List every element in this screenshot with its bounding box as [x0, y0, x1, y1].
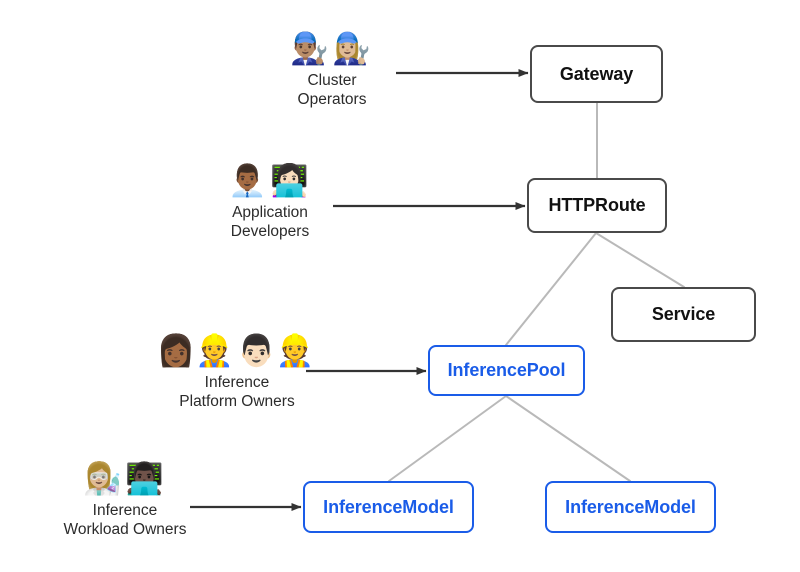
node-inferencepool[interactable]: InferencePool [428, 345, 585, 396]
persona-label-line: Platform Owners [179, 393, 295, 410]
persona-label-line: Operators [297, 91, 367, 108]
node-label: InferencePool [447, 360, 566, 380]
persona-label-line: Developers [230, 223, 310, 240]
persona-label-line: Inference [92, 502, 158, 519]
node-label: InferenceModel [565, 496, 696, 517]
node-label: Service [651, 304, 716, 324]
node-gateway[interactable]: Gateway [530, 45, 663, 103]
persona-label-line: Workload Owners [63, 521, 187, 538]
node-service[interactable]: Service [611, 287, 756, 342]
persona-label-line: Cluster [307, 72, 357, 89]
persona-label-line: Application [232, 204, 308, 221]
construction-worker-pair-emoji: 👩🏾‍👷👨🏻‍👷 [156, 333, 318, 368]
scientist-technologist-pair-emoji: 👩🏼‍🔬👨🏿‍💻 [83, 461, 167, 496]
edge-pool-model2 [505, 395, 631, 482]
developer-pair-emoji: 👨🏾‍💼👩🏻‍💻 [228, 163, 312, 198]
node-label: Gateway [559, 63, 634, 84]
node-label: InferenceModel [323, 496, 454, 517]
node-inferencemodel1[interactable]: InferenceModel [303, 481, 474, 533]
edge-httproute-service [595, 232, 685, 288]
persona-label-line: Inference [204, 374, 270, 391]
persona-ownership-arrows [190, 69, 529, 511]
node-httproute[interactable]: HTTPRoute [527, 178, 667, 233]
mechanic-pair-emoji: 👨🏽‍🔧👩🏼‍🔧 [290, 31, 374, 66]
edge-httproute-inferencepool [505, 232, 597, 346]
node-label: HTTPRoute [548, 195, 646, 215]
edge-pool-model1 [388, 395, 507, 482]
node-inferencemodel2[interactable]: InferenceModel [545, 481, 716, 533]
